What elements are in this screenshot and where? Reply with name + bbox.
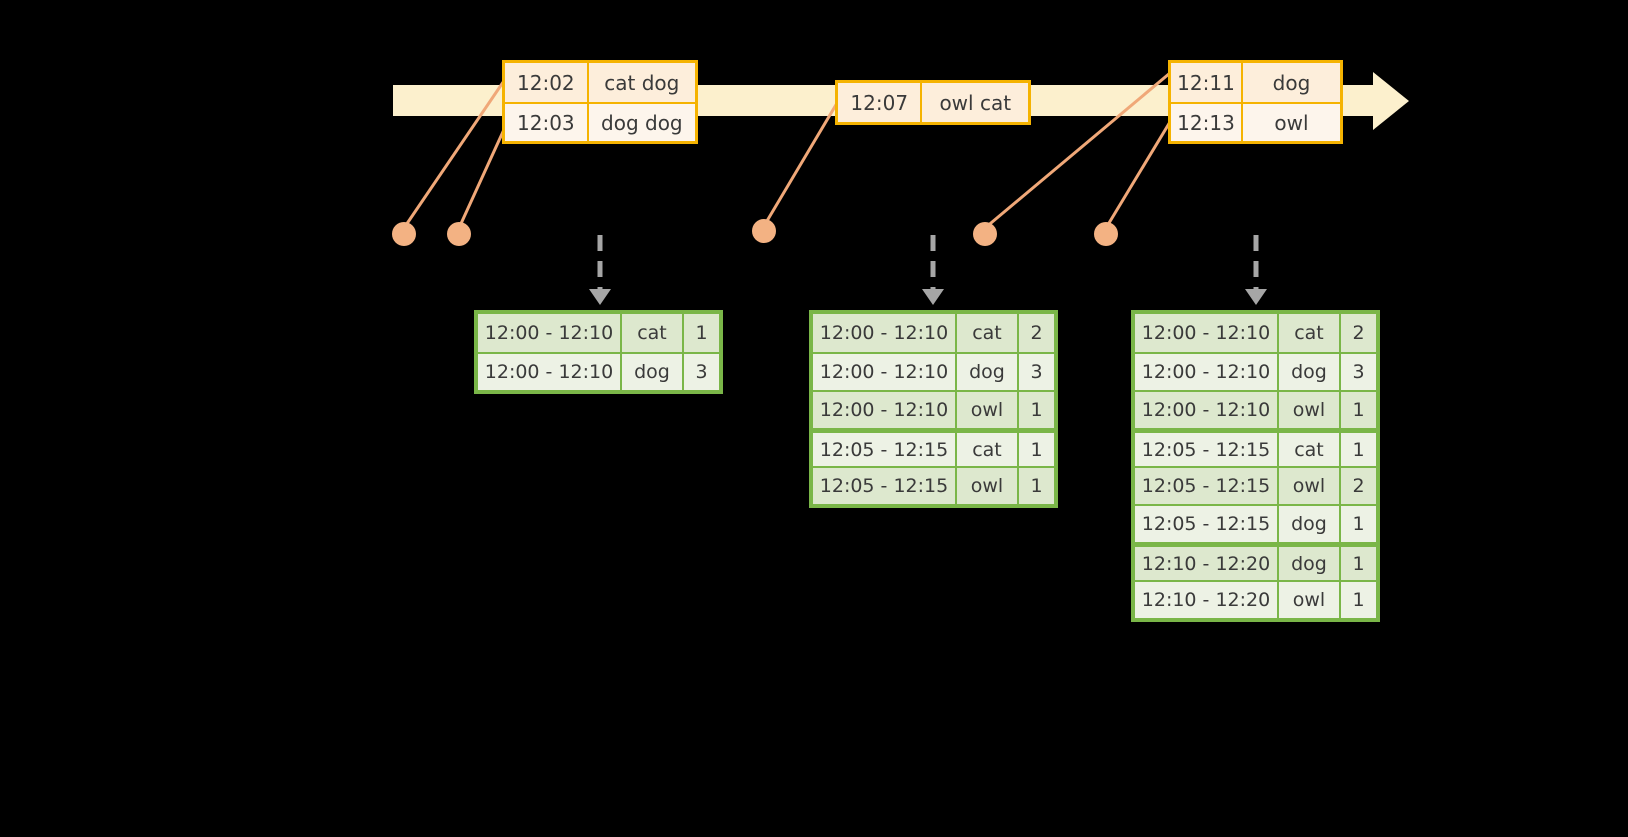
word-cell: cat bbox=[1279, 433, 1341, 466]
window-cell: 12:00 - 12:10 bbox=[813, 354, 957, 390]
window-cell: 12:05 - 12:15 bbox=[1135, 506, 1279, 542]
window-cell: 12:00 - 12:10 bbox=[813, 314, 957, 352]
word-cell: dog bbox=[1279, 547, 1341, 580]
event-dot-1202 bbox=[392, 222, 416, 246]
word-cell: cat bbox=[622, 314, 684, 352]
event-words: cat dog bbox=[604, 70, 680, 95]
window-cell: 12:05 - 12:15 bbox=[1135, 468, 1279, 504]
word-cell: cat bbox=[1279, 314, 1341, 352]
count-cell: 2 bbox=[1030, 322, 1043, 344]
event-dot-1211 bbox=[973, 222, 997, 246]
word-cell: dog bbox=[1279, 506, 1341, 542]
event-row: 12:13 owl bbox=[1171, 102, 1340, 141]
event-dot-1213 bbox=[1094, 222, 1118, 246]
event-time: 12:03 bbox=[505, 104, 589, 141]
word-cell: dog bbox=[1279, 354, 1341, 390]
window-cell: 12:10 - 12:20 bbox=[1135, 547, 1279, 580]
count-cell: 1 bbox=[1352, 399, 1365, 421]
event-row: 12:07 owl cat bbox=[838, 83, 1028, 122]
window-cell: 12:00 - 12:10 bbox=[1135, 392, 1279, 428]
count-cell: 3 bbox=[695, 361, 708, 383]
word-cell: owl bbox=[957, 468, 1019, 504]
word-cell: cat bbox=[957, 433, 1019, 466]
window-cell: 12:00 - 12:10 bbox=[1135, 354, 1279, 390]
event-row: 12:11 dog bbox=[1171, 63, 1340, 102]
flow-arrow-3-head-icon bbox=[1245, 289, 1267, 305]
window-cell: 12:00 - 12:10 bbox=[478, 354, 622, 390]
count-cell: 1 bbox=[1352, 552, 1365, 575]
event-row: 12:03 dog dog bbox=[505, 102, 695, 141]
event-words: dog dog bbox=[601, 110, 683, 135]
event-row: 12:02 cat dog bbox=[505, 63, 695, 102]
count-cell: 1 bbox=[1030, 438, 1043, 461]
event-words: owl bbox=[1274, 110, 1309, 135]
count-cell: 1 bbox=[1352, 513, 1365, 535]
event-box-3: 12:11 dog 12:13 owl bbox=[1168, 60, 1343, 144]
word-cell: owl bbox=[957, 392, 1019, 428]
count-cell: 2 bbox=[1352, 322, 1365, 344]
word-cell: cat bbox=[957, 314, 1019, 352]
count-cell: 1 bbox=[695, 322, 708, 344]
event-words: owl cat bbox=[939, 90, 1012, 115]
window-cell: 12:00 - 12:10 bbox=[1135, 314, 1279, 352]
event-words: dog bbox=[1272, 70, 1311, 95]
timeline-arrowhead-icon bbox=[1373, 72, 1409, 130]
event-dot-1203 bbox=[447, 222, 471, 246]
word-cell: dog bbox=[957, 354, 1019, 390]
event-box-2: 12:07 owl cat bbox=[835, 80, 1031, 125]
word-cell: owl bbox=[1279, 582, 1341, 618]
count-cell: 3 bbox=[1352, 361, 1365, 383]
window-cell: 12:05 - 12:15 bbox=[813, 433, 957, 466]
flow-arrow-1-head-icon bbox=[589, 289, 611, 305]
window-cell: 12:10 - 12:20 bbox=[1135, 582, 1279, 618]
window-cell: 12:00 - 12:10 bbox=[813, 392, 957, 428]
event-time: 12:07 bbox=[838, 83, 923, 122]
connector-1213 bbox=[1104, 111, 1178, 229]
count-cell: 3 bbox=[1030, 361, 1043, 383]
event-time: 12:02 bbox=[505, 63, 589, 102]
flow-arrows-group bbox=[589, 235, 1267, 305]
event-box-1: 12:02 cat dog 12:03 dog dog bbox=[502, 60, 698, 144]
word-cell: dog bbox=[622, 354, 684, 390]
window-cell: 12:05 - 12:15 bbox=[1135, 433, 1279, 466]
count-cell: 2 bbox=[1352, 475, 1365, 497]
window-cell: 12:05 - 12:15 bbox=[813, 468, 957, 504]
flow-arrow-2-head-icon bbox=[922, 289, 944, 305]
event-dot-1207 bbox=[752, 219, 776, 243]
word-cell: owl bbox=[1279, 468, 1341, 504]
event-time: 12:11 bbox=[1171, 63, 1243, 102]
count-cell: 1 bbox=[1030, 475, 1043, 497]
count-cell: 1 bbox=[1352, 438, 1365, 461]
count-cell: 1 bbox=[1352, 589, 1365, 611]
event-time: 12:13 bbox=[1171, 104, 1243, 141]
word-cell: owl bbox=[1279, 392, 1341, 428]
window-cell: 12:00 - 12:10 bbox=[478, 314, 622, 352]
count-cell: 1 bbox=[1030, 399, 1043, 421]
